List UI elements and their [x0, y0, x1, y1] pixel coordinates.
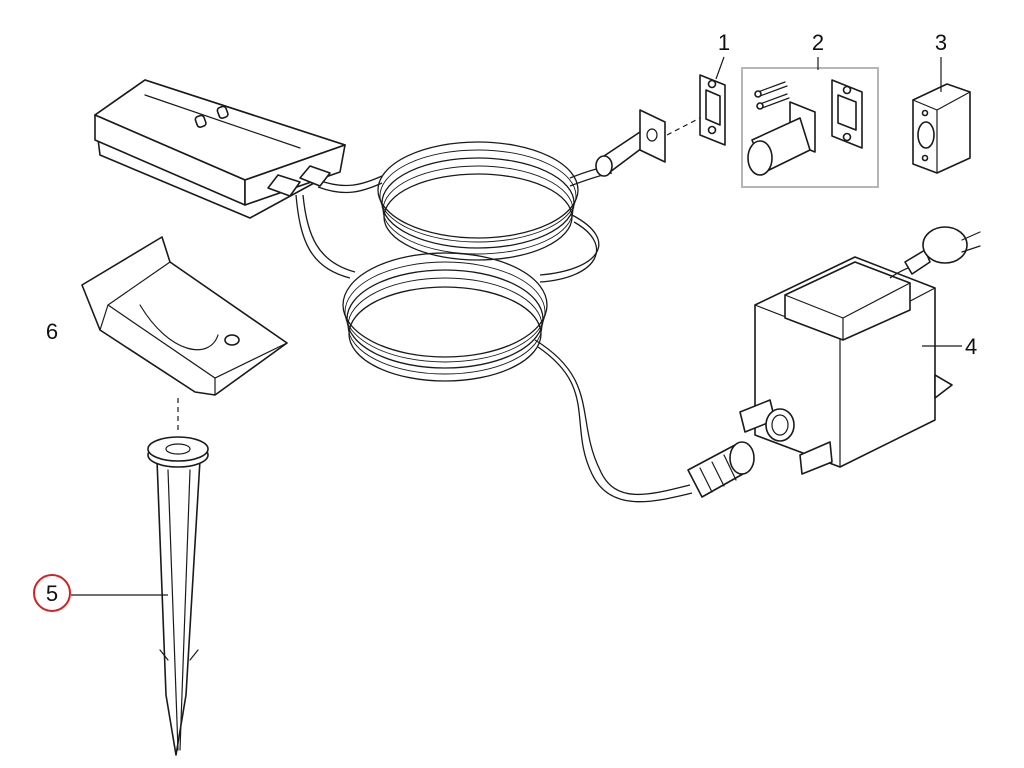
part-2-kit-box [741, 67, 879, 188]
assembly-dash-1 [666, 117, 701, 136]
part-1-bracket [699, 74, 726, 146]
part-6-cradle [81, 236, 288, 396]
cable-coil-upper [377, 141, 579, 261]
callout-4: 4 [965, 334, 977, 359]
lamp-socket [595, 109, 666, 177]
callout-1: 1 [718, 30, 730, 55]
control-box [94, 79, 346, 219]
callout-3: 3 [935, 30, 947, 55]
callout-leaders [71, 56, 962, 596]
callout-6: 6 [46, 319, 58, 344]
part-3-spacer-block [912, 83, 971, 174]
part-5-ground-spike [147, 436, 209, 756]
callout-5-highlight-ring [33, 574, 71, 612]
callout-5: 5 [46, 581, 58, 606]
cable-connector [687, 441, 755, 498]
cable-runs [295, 165, 693, 503]
part-2-bracket [831, 79, 863, 149]
part-2-socket [747, 101, 816, 176]
part-4-transformer [739, 226, 981, 475]
cable-coil-lower [342, 252, 548, 382]
callout-2: 2 [812, 30, 824, 55]
part-2-screws [754, 81, 790, 110]
